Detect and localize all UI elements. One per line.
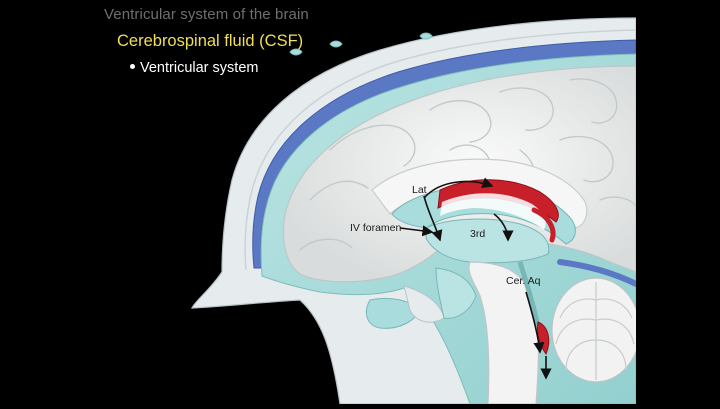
bullet-item: Ventricular system [130,60,258,76]
tentorium [557,259,639,287]
bullet-label: Ventricular system [140,60,259,76]
page-title: Ventricular system of the brain [104,6,309,23]
fourth-ventricle-choroid [537,321,550,355]
label-lateral-ventricle: Lat [412,184,427,196]
choroid-plexus [437,179,559,243]
cerebellum [551,277,641,383]
bullet-dot-icon [130,63,135,69]
subtitle: Cerebrospinal fluid (CSF) [117,32,304,50]
skull-inner-table [244,29,637,271]
label-iv-foramen: IV foramen [350,222,402,234]
arrow-aqueduct [525,291,545,354]
label-third-ventricle: 3rd [470,228,486,240]
arrow-lateral-loop [423,177,494,199]
basal-cistern [435,267,477,319]
skull-base [365,297,421,329]
right-letterbox [636,0,720,404]
arrow-third-down [493,213,514,242]
label-cerebral-aqueduct: Cer. Aq [506,275,541,287]
arachnoid-granulations [289,32,433,56]
third-ventricle [425,218,550,264]
arrow-foramen [399,225,434,237]
csf-flow-arrows [399,177,552,380]
arrow-into-third [423,195,443,242]
gyri-lines [299,78,637,251]
